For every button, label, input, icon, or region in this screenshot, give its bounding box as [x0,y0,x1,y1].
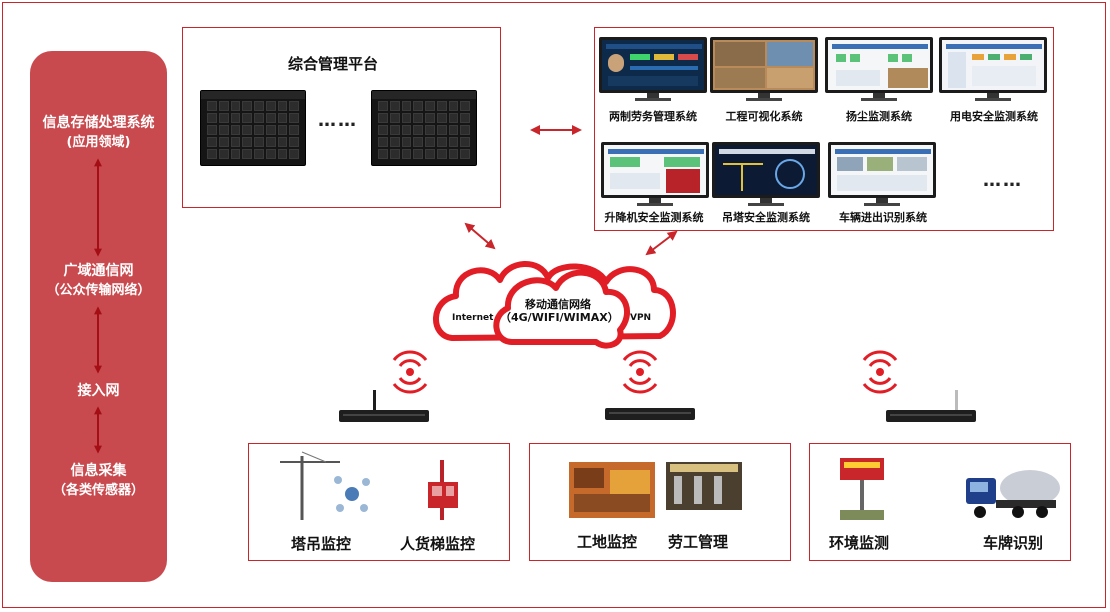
dashboard-screen-icon [599,37,707,103]
tower-crane-screen-icon [712,142,820,208]
server-rack-icon [200,90,306,166]
systems-more: …… [983,170,1023,191]
cloud-label-vpn: VPN [630,313,652,323]
wifi-icon [622,350,658,394]
layer-panel: 信息存储处理系统 (应用领域) 广域通信网 （公众传输网络） 接入网 信息采集 … [30,51,167,582]
elevator-monitor-screen-icon [601,142,709,208]
platform-ellipsis: …… [318,110,358,131]
server-rack-icon [371,90,477,166]
wifi-icon [392,350,428,394]
system-label: 两制劳务管理系统 [609,110,697,123]
layer-collect-title: 信息采集 [70,463,127,479]
layer-wan: 广域通信网 （公众传输网络） [30,261,167,301]
router-icon [605,408,695,420]
cloud-label-protocols: （4G/WIFI/WIMAX） [500,311,619,324]
sensor-label: 塔吊监控 [291,535,352,553]
construction-hoist-icon [428,460,458,520]
wifi-icon [862,350,898,394]
arrow-systems-cloud [645,230,678,256]
layer-collect-sub: （各类传感器） [52,483,144,498]
sensor-label: 人货梯监控 [400,535,476,553]
layer-collect: 信息采集 （各类传感器） [30,461,167,501]
system-label: 车辆进出识别系统 [839,211,927,224]
layer-wan-sub: （公众传输网络） [46,283,151,298]
platform-title: 综合管理平台 [288,55,379,73]
system-label: 升降机安全监测系统 [604,211,704,224]
layer-storage-title: 信息存储处理系统 [42,115,155,131]
concrete-truck-icon [966,470,1060,518]
cloud-label-mobile: 移动通信网络 [525,298,591,311]
antenna-icon [955,390,958,412]
tower-crane-icon [280,451,370,520]
sensor-label: 车牌识别 [983,534,1044,552]
layer-storage: 信息存储处理系统 (应用领域) [30,113,167,153]
router-icon [886,410,976,422]
sensor-label: 劳工管理 [668,533,729,551]
site-camera-icon [569,462,655,518]
system-label: 工程可视化系统 [725,110,803,123]
dust-monitor-screen-icon [825,37,933,103]
layer-wan-title: 广域通信网 [63,263,134,279]
layer-access: 接入网 [30,381,167,401]
system-label: 扬尘监测系统 [846,110,912,123]
arrow-platform-cloud [464,222,496,250]
sensor-label: 工地监控 [577,533,638,551]
turnstile-gate-icon [666,462,742,510]
antenna-icon [373,390,376,412]
layer-access-title: 接入网 [77,383,120,399]
cloud-label-internet: Internet [452,313,494,323]
video-wall-screen-icon [710,37,818,103]
system-label: 吊塔安全监测系统 [722,211,810,224]
power-monitor-screen-icon [939,37,1047,103]
environment-station-icon [840,458,884,520]
router-icon [339,410,429,422]
sensor-label: 环境监测 [829,534,890,552]
layer-storage-sub: (应用领域) [66,135,131,150]
system-label: 用电安全监测系统 [950,110,1038,123]
vehicle-recognition-screen-icon [828,142,936,208]
